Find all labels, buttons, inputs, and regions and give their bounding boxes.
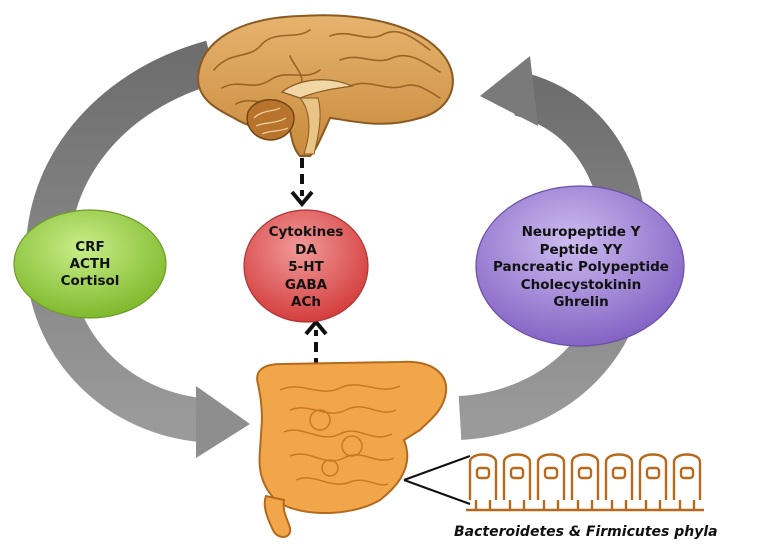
hpa-axis-label: CRF ACTH Cortisol xyxy=(30,224,150,304)
brain-icon xyxy=(198,15,453,156)
neuro-item-5ht: 5-HT xyxy=(288,259,324,277)
intestine-icon xyxy=(257,362,446,537)
peptide-item-pp: Pancreatic Polypeptide xyxy=(493,259,669,277)
peptide-item-pyy: Peptide YY xyxy=(540,242,623,260)
neuroactive-label: Cytokines DA 5-HT GABA ACh xyxy=(246,218,366,318)
neuro-item-gaba: GABA xyxy=(285,277,327,295)
brain-to-neuroactive-arrow xyxy=(292,158,312,204)
peptide-item-cck: Cholecystokinin xyxy=(521,277,642,295)
neuro-item-da: DA xyxy=(295,242,317,260)
hpa-item-crf: CRF xyxy=(75,239,105,256)
peptide-item-ghrelin: Ghrelin xyxy=(553,294,608,312)
villi-icon xyxy=(466,455,704,511)
neuro-item-cytokines: Cytokines xyxy=(269,224,344,242)
microbiota-caption: Bacteroidetes & Firmicutes phyla xyxy=(454,524,782,540)
gut-peptides-label: Neuropeptide Y Peptide YY Pancreatic Pol… xyxy=(478,218,684,318)
hpa-item-cortisol: Cortisol xyxy=(61,273,120,290)
villi-pointer xyxy=(404,456,470,504)
hpa-item-acth: ACTH xyxy=(70,256,111,273)
neuro-item-ach: ACh xyxy=(291,294,321,312)
peptide-item-npy: Neuropeptide Y xyxy=(522,224,641,242)
